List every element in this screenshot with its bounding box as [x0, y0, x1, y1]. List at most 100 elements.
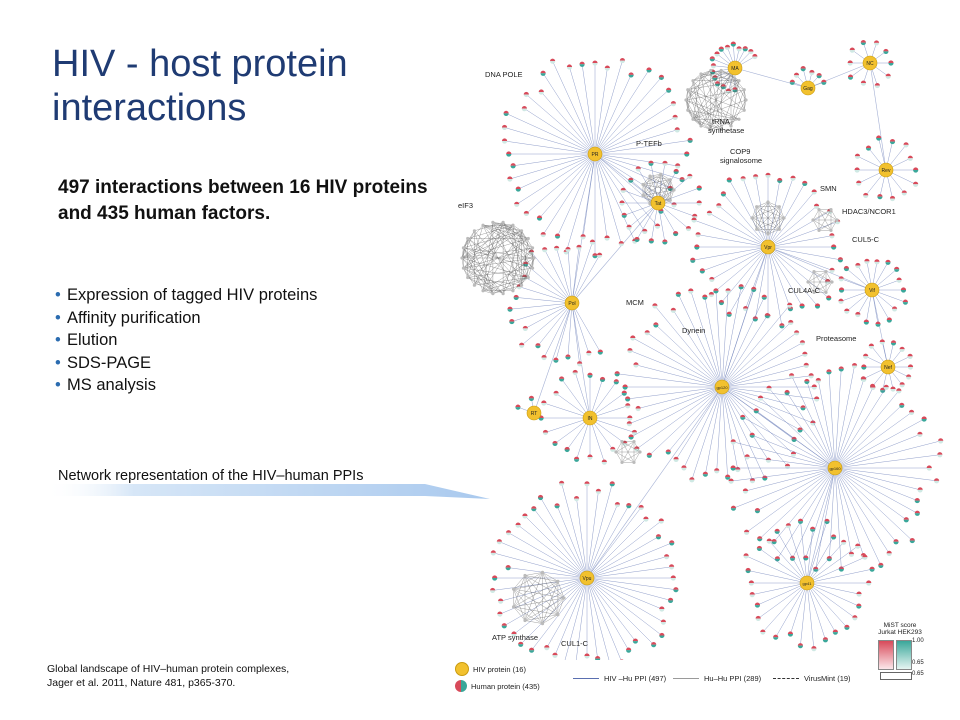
human-protein-node	[553, 357, 559, 363]
hiv-human-edge	[508, 532, 588, 579]
node-half	[718, 49, 724, 52]
complex-node	[638, 450, 642, 454]
human-protein-node	[787, 302, 793, 308]
hiv-protein-node-pr: PR	[587, 146, 603, 162]
node-half	[619, 203, 625, 206]
complex-node	[830, 280, 834, 284]
node-half	[718, 302, 725, 306]
hiv-human-edge	[721, 246, 769, 303]
node-half	[628, 436, 634, 440]
human-protein-node	[699, 268, 705, 274]
node-half	[663, 556, 670, 560]
node-half	[630, 335, 636, 338]
complex-label-proteasome: Proteasome	[816, 334, 856, 343]
node-half	[863, 356, 869, 359]
node-half	[804, 381, 810, 385]
hiv-human-edge	[586, 577, 636, 642]
human-protein-node	[740, 414, 746, 420]
hu-hu-edge	[649, 175, 675, 191]
hu-hu-edge	[521, 257, 535, 286]
node-half	[652, 305, 658, 309]
node-half	[708, 291, 714, 295]
hu-hu-edge	[542, 572, 565, 599]
node-half	[899, 349, 905, 352]
hiv-human-edge	[586, 577, 629, 651]
node-half	[788, 373, 795, 376]
node-half	[635, 408, 641, 412]
node-half	[584, 653, 590, 656]
complex-node	[562, 596, 566, 600]
node-half	[749, 594, 755, 598]
node-half	[849, 47, 855, 51]
node-half	[507, 309, 513, 312]
node-half	[926, 465, 932, 468]
human-protein-node	[813, 203, 820, 209]
human-protein-node	[507, 176, 513, 182]
node-half	[851, 363, 858, 366]
complex-node	[691, 79, 695, 83]
hiv-node-circle	[579, 570, 595, 586]
human-protein-node	[841, 539, 847, 545]
node-half	[510, 165, 516, 169]
node-half	[614, 504, 621, 508]
human-protein-node	[643, 516, 649, 522]
node-half	[632, 641, 639, 644]
hiv-human-edge	[524, 276, 573, 304]
legend-label: Human protein (435)	[471, 681, 540, 691]
node-half	[659, 606, 665, 609]
node-half	[900, 290, 907, 293]
human-protein-node	[536, 215, 543, 221]
node-half	[749, 480, 756, 484]
hu-hu-edge	[463, 247, 533, 269]
hu-hu-edge	[513, 597, 565, 608]
node-half	[742, 46, 748, 49]
human-protein-node	[515, 404, 521, 410]
hiv-node-label: Vpu	[583, 576, 592, 582]
node-half	[863, 195, 869, 199]
node-half	[515, 404, 521, 408]
node-half	[855, 262, 861, 266]
hu-hu-edge	[812, 219, 820, 231]
human-protein-node	[883, 384, 889, 390]
node-half	[553, 357, 559, 361]
node-half	[648, 238, 654, 241]
node-half	[777, 177, 783, 181]
node-half	[891, 306, 898, 309]
node-half	[625, 398, 631, 402]
human-protein-node	[689, 477, 695, 483]
node-half	[749, 435, 755, 438]
hiv-human-edge	[594, 129, 678, 155]
node-half	[670, 101, 677, 104]
hiv-node-label: NC	[866, 61, 874, 67]
node-half	[870, 384, 876, 388]
node-half	[503, 113, 509, 117]
node-half	[625, 396, 631, 399]
node-half	[660, 619, 666, 623]
hiv-human-edge	[649, 386, 723, 456]
human-protein-node	[514, 201, 520, 207]
human-protein-node	[875, 321, 881, 327]
hiv-human-edge	[806, 521, 828, 584]
node-half	[511, 631, 517, 635]
hiv-node-circle	[862, 55, 878, 71]
hu-hu-edge	[687, 89, 702, 127]
complex-label-cop9: COP9	[730, 147, 750, 156]
node-half	[635, 166, 641, 169]
human-protein-node	[826, 295, 832, 301]
human-protein-node	[822, 637, 829, 643]
node-half	[628, 177, 634, 181]
hiv-human-edge	[508, 567, 588, 579]
citation: Global landscape of HIV–human protein co…	[47, 662, 289, 690]
human-protein-node	[854, 167, 860, 173]
node-half	[742, 305, 749, 309]
complex-node	[812, 270, 816, 274]
node-half	[809, 69, 815, 73]
human-protein-node	[856, 603, 862, 609]
node-half	[901, 190, 907, 193]
node-half	[668, 564, 675, 567]
node-half	[627, 347, 633, 351]
human-protein-node	[893, 539, 899, 545]
human-protein-node	[914, 497, 920, 504]
node-half	[684, 151, 690, 154]
human-protein-node	[865, 145, 872, 151]
